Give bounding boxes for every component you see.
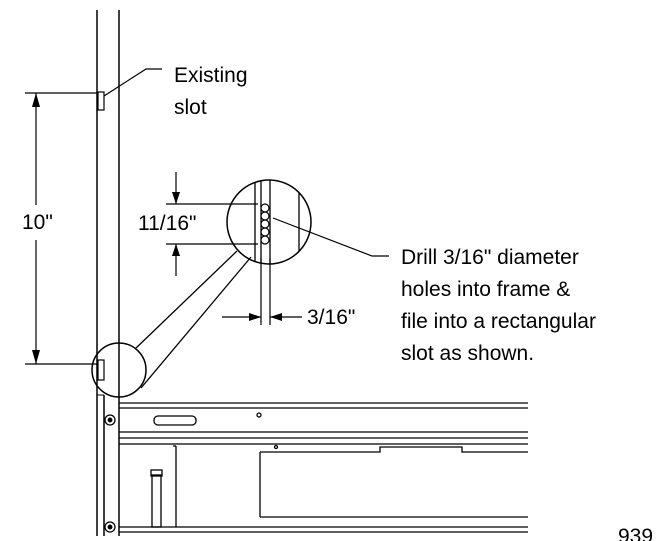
bottom-rail — [119, 402, 528, 533]
rail-hole — [256, 412, 262, 418]
rail-slot — [153, 415, 197, 426]
new-slot-mark — [97, 359, 105, 381]
screw-icon — [104, 414, 116, 426]
dimension-10in — [25, 92, 97, 365]
drill-note-line2: holes into frame & — [401, 278, 570, 301]
existing-slot-label-line1: Existing — [174, 64, 248, 87]
dimension-11-16-label: 11/16" — [138, 212, 196, 235]
dimension-10in-arrows — [32, 93, 40, 364]
existing-slot-mark — [97, 91, 105, 111]
dimension-3-16-label: 3/16" — [307, 306, 355, 329]
drill-note-line1: Drill 3/16" diameter — [401, 246, 579, 269]
drill-note-leader — [272, 217, 389, 257]
magnified-detail-circle — [226, 179, 312, 265]
screw-icon — [104, 521, 116, 533]
bracket — [151, 474, 162, 528]
dimension-3-16 — [222, 258, 302, 325]
dimension-11-16-arrows — [172, 192, 180, 256]
detail-connector-lines — [134, 250, 252, 389]
dimension-10in-label: 10" — [22, 211, 53, 234]
drill-note-line4: slot as shown. — [401, 342, 534, 365]
existing-slot-label-line2: slot — [174, 96, 207, 119]
figure-number: 939 — [618, 525, 653, 541]
slot-markers — [97, 91, 105, 381]
dimension-3-16-arrows — [249, 313, 282, 321]
screws — [104, 414, 116, 533]
small-detail-circle — [91, 342, 147, 398]
existing-slot-leader — [103, 68, 162, 97]
drill-note-line3: file into a rectangular — [401, 310, 596, 333]
drilled-holes — [260, 203, 270, 245]
frame-post — [96, 10, 120, 536]
